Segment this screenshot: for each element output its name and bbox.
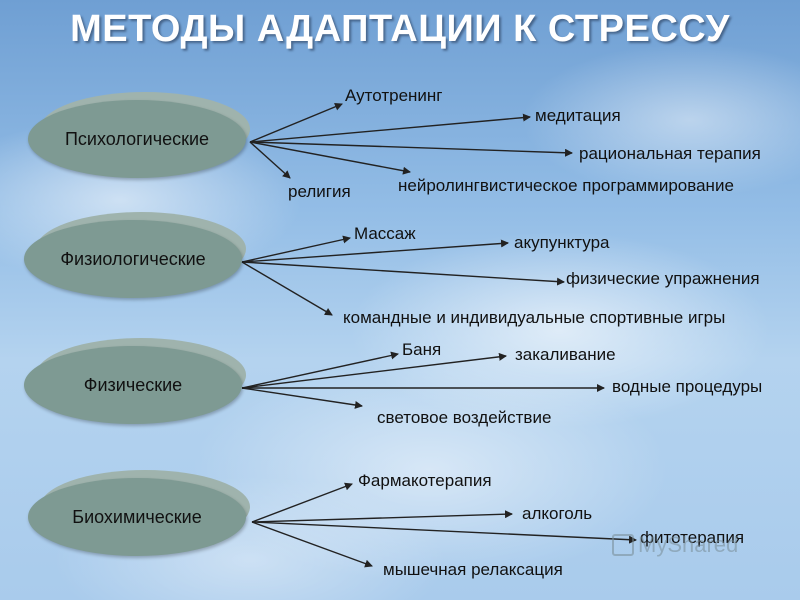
category-ellipse-psychological: Психологические <box>28 92 254 178</box>
arrow <box>241 235 351 263</box>
method-label: командные и индивидуальные спортивные иг… <box>343 308 726 327</box>
method-label: алкоголь <box>522 504 593 523</box>
method-label: религия <box>288 182 351 201</box>
method-label: мышечная релаксация <box>383 560 563 579</box>
method-label: акупунктура <box>514 233 610 252</box>
arrow <box>241 261 565 286</box>
arrow <box>249 141 291 179</box>
arrow <box>251 521 373 568</box>
method-label: медитация <box>535 106 621 125</box>
watermark-text: MyShared <box>638 532 739 557</box>
category-label: Биохимические <box>28 478 246 556</box>
category-label: Физические <box>24 346 242 424</box>
watermark-icon <box>612 534 634 556</box>
category-ellipse-physiological: Физиологические <box>24 212 250 298</box>
arrow <box>241 351 399 389</box>
arrow <box>251 510 513 523</box>
arrow <box>241 352 507 389</box>
category-ellipse-physical: Физические <box>24 338 250 424</box>
method-label: водные процедуры <box>612 377 763 396</box>
category-label: Психологические <box>28 100 246 178</box>
arrow <box>241 387 363 409</box>
category-label: Физиологические <box>24 220 242 298</box>
arrow <box>251 482 353 523</box>
slide-title: МЕТОДЫ АДАПТАЦИИ К СТРЕССУ <box>70 8 730 50</box>
method-label: физические упражнения <box>566 269 760 288</box>
method-label: закаливание <box>515 345 616 364</box>
method-label: Баня <box>402 340 442 359</box>
arrow <box>241 261 333 316</box>
arrow <box>251 521 637 544</box>
arrow <box>249 102 343 143</box>
watermark: MyShared <box>612 532 738 558</box>
method-label: фитотерапия <box>640 528 745 547</box>
method-label: световое воздействие <box>377 408 552 427</box>
method-label: Фармакотерапия <box>358 471 492 490</box>
method-label: Аутотренинг <box>345 86 443 105</box>
method-label: Массаж <box>354 224 416 243</box>
arrow <box>249 141 573 157</box>
arrow <box>249 141 411 175</box>
category-ellipse-biochemical: Биохимические <box>28 470 254 556</box>
arrow <box>249 113 531 143</box>
method-label: рациональная терапия <box>579 144 761 163</box>
arrow <box>241 239 509 263</box>
method-label: нейролингвистическое программирование <box>398 176 734 195</box>
